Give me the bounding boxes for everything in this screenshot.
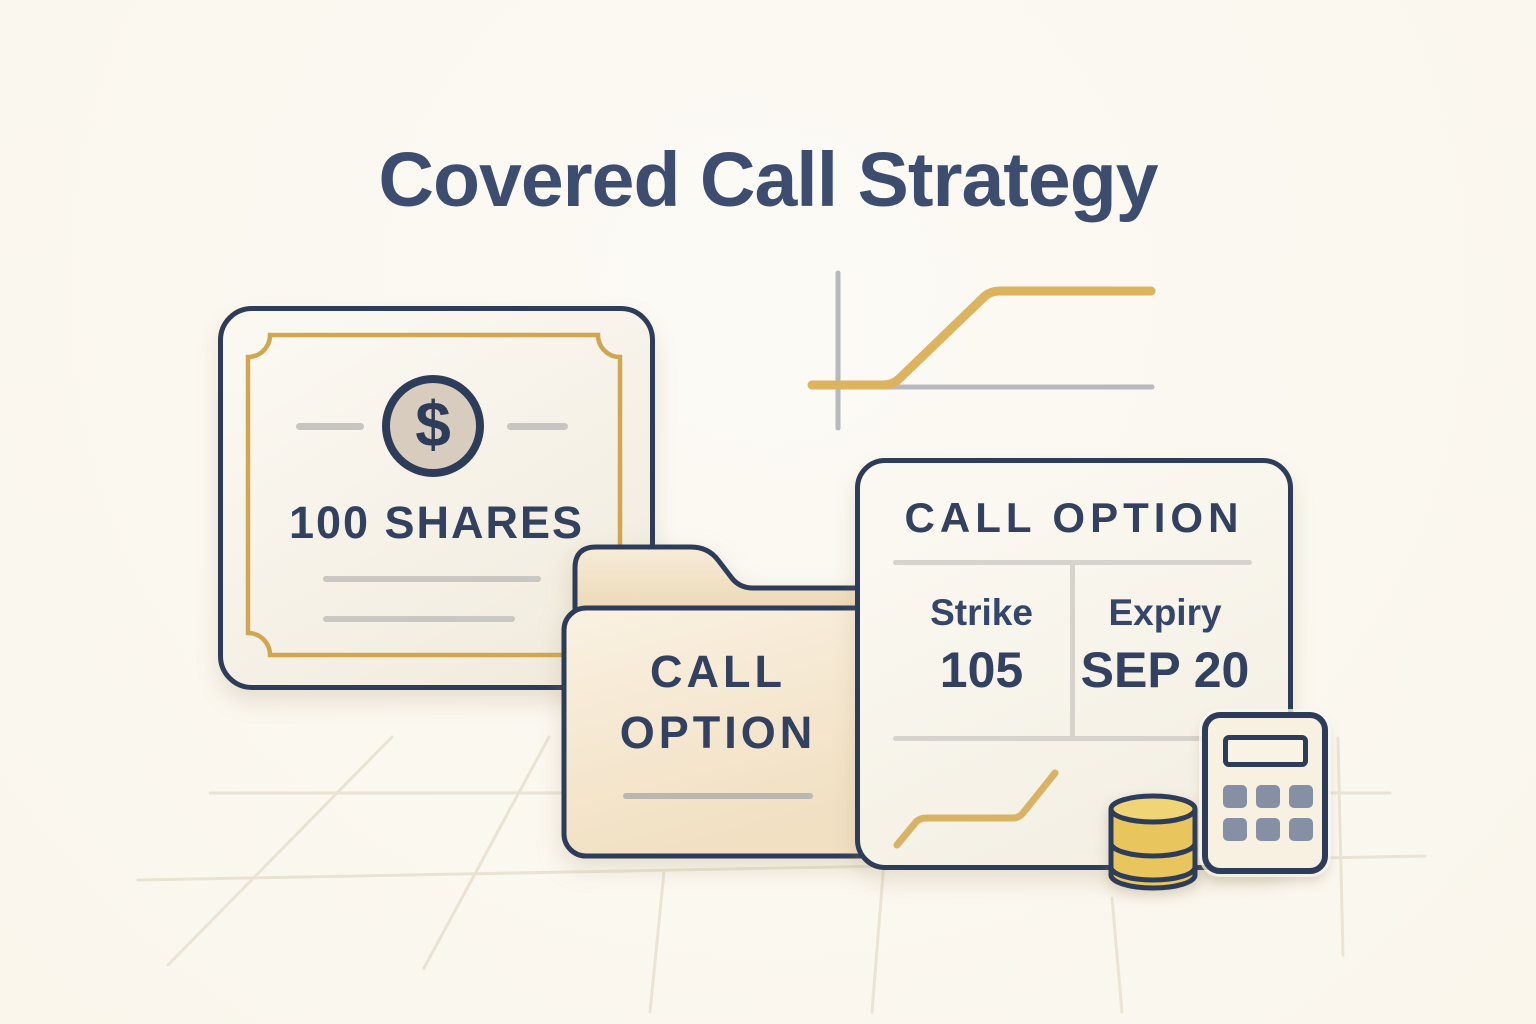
calculator-button — [1223, 785, 1247, 808]
decorative-dash-left — [296, 423, 364, 430]
expiry-cell: Expiry SEP 20 — [1078, 591, 1252, 699]
certificate-text-line — [323, 616, 515, 622]
folder-label-line2: OPTION — [619, 707, 817, 758]
strike-cell: Strike 105 — [893, 591, 1070, 699]
payoff-line — [807, 286, 1156, 390]
calculator-icon — [1202, 712, 1328, 874]
coin-stack-icon — [1108, 793, 1198, 891]
expiry-label: Expiry — [1108, 592, 1222, 633]
folder-text-line — [623, 793, 813, 799]
option-card-title: CALL OPTION — [904, 494, 1244, 541]
strike-value: 105 — [939, 642, 1024, 698]
expiry-value: SEP 20 — [1080, 642, 1250, 698]
certificate-text-line — [323, 576, 541, 582]
calculator-button — [1256, 818, 1280, 841]
card-divider-vertical — [1070, 562, 1075, 738]
folder-label-line1: CALL — [650, 646, 786, 697]
mini-payoff-curve-icon — [893, 769, 1059, 849]
calculator-screen — [1223, 735, 1308, 767]
folder-icon — [561, 544, 883, 859]
folder-tab — [572, 544, 879, 615]
calculator-button — [1289, 785, 1313, 808]
calculator-button — [1256, 785, 1280, 808]
dollar-coin-icon: $ — [382, 375, 484, 477]
strike-label: Strike — [930, 592, 1033, 633]
call-option-folder: CALL OPTION — [556, 540, 890, 862]
card-divider-bottom — [893, 736, 1252, 741]
payoff-curve-icon — [807, 270, 1156, 431]
shares-label: 100 SHARES — [288, 497, 585, 548]
calculator-keypad — [1223, 785, 1313, 841]
decorative-dash-right — [507, 423, 568, 430]
page-title: Covered Call Strategy — [378, 136, 1158, 223]
calculator-button — [1289, 818, 1313, 841]
dollar-symbol: $ — [415, 388, 451, 460]
calculator-button — [1223, 818, 1247, 841]
